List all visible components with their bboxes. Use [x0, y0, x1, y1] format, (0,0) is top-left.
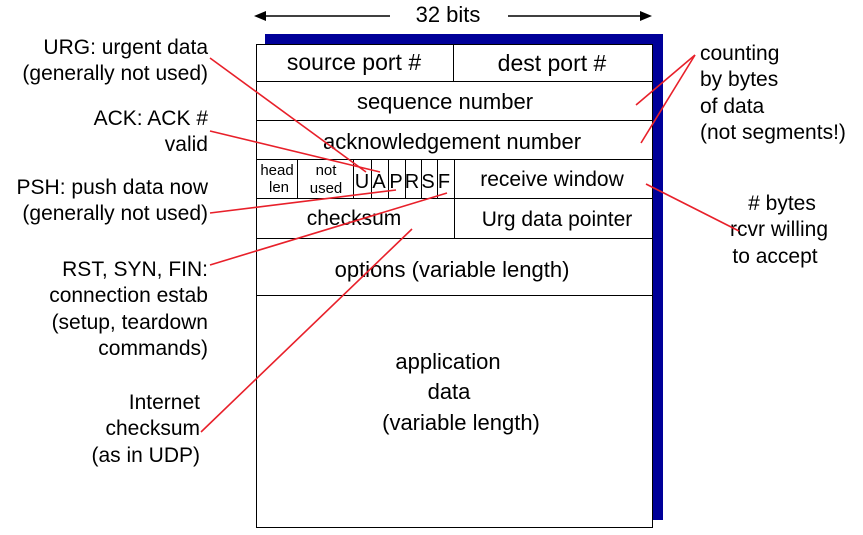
annotation-checksum-line3: (as in UDP)	[91, 444, 200, 467]
annotation-counting-line2: by bytes	[700, 68, 779, 91]
annotation-psh-line2: (generally not used)	[22, 202, 208, 225]
flag-ack: A	[372, 171, 386, 193]
col-divider	[371, 159, 372, 198]
annotation-rst-line1: RST, SYN, FIN:	[62, 258, 208, 281]
annotation-rst-line3: (setup, teardown	[51, 311, 208, 334]
field-urg-data-pointer: Urg data pointer	[481, 208, 633, 231]
annotation-urg-line1: URG: urgent data	[43, 36, 208, 59]
annotation-rst-line4: commands)	[98, 337, 208, 360]
field-head-len-line1: head	[260, 162, 294, 179]
annotation-counting-line4: (not segments!)	[700, 121, 846, 144]
field-not-used-line2: used	[309, 180, 343, 197]
row-divider	[257, 120, 652, 121]
field-application-data-line1: application	[395, 349, 501, 374]
row-divider	[257, 238, 652, 239]
col-divider	[297, 159, 298, 198]
annotation-bytes-line2: rcvr willing	[729, 218, 829, 241]
row-divider	[257, 295, 652, 296]
field-application-data-line3: (variable length)	[382, 410, 540, 435]
col-divider	[437, 159, 438, 198]
flag-syn: S	[421, 171, 435, 193]
field-dest-port: dest port #	[497, 50, 607, 76]
callout-checksum	[200, 228, 413, 433]
annotation-checksum-line1: Internet	[128, 391, 200, 414]
annotation-urg-line2: (generally not used)	[22, 62, 208, 85]
annotation-counting-line3: of data	[700, 95, 765, 118]
field-checksum: checksum	[306, 207, 402, 230]
callout-ack	[209, 130, 381, 173]
segment-header-box	[256, 44, 653, 528]
col-divider	[454, 159, 455, 238]
callout-urg	[209, 57, 367, 173]
callout-receive-window	[645, 183, 740, 232]
col-divider	[388, 159, 389, 198]
col-divider	[353, 159, 354, 198]
field-not-used-line1: not	[315, 162, 337, 179]
callout-counting-ack	[640, 54, 696, 144]
field-receive-window: receive window	[480, 168, 624, 191]
flag-rst: R	[404, 171, 420, 193]
annotation-rst-line2: connection estab	[49, 284, 208, 307]
col-divider	[453, 45, 454, 81]
annotation-psh-line1: PSH: push data now	[16, 176, 208, 199]
annotation-ack-line2: valid	[164, 133, 208, 156]
field-application-data-line2: data	[427, 379, 471, 404]
field-sequence-number: sequence number	[356, 89, 534, 114]
annotation-ack-line1: ACK: ACK #	[93, 107, 208, 130]
callout-rst-syn-fin	[209, 192, 448, 266]
flag-urg: U	[354, 171, 370, 193]
width-label: 32 bits	[415, 2, 481, 27]
field-source-port: source port #	[286, 49, 422, 75]
flag-fin: F	[437, 171, 451, 193]
callout-psh	[209, 189, 397, 214]
annotation-bytes-line1: # bytes	[748, 192, 816, 215]
annotation-bytes-line3: to accept	[732, 245, 818, 268]
annotation-checksum-line2: checksum	[105, 417, 200, 440]
flag-psh: P	[389, 171, 403, 193]
row-divider	[257, 81, 652, 82]
callout-counting-seq	[635, 54, 696, 106]
col-divider	[405, 159, 406, 198]
field-options: options (variable length)	[334, 257, 570, 282]
field-acknowledgement-number: acknowledgement number	[322, 129, 582, 154]
col-divider	[421, 159, 422, 198]
annotation-counting-line1: counting	[700, 42, 780, 65]
field-head-len-line2: len	[268, 179, 290, 196]
